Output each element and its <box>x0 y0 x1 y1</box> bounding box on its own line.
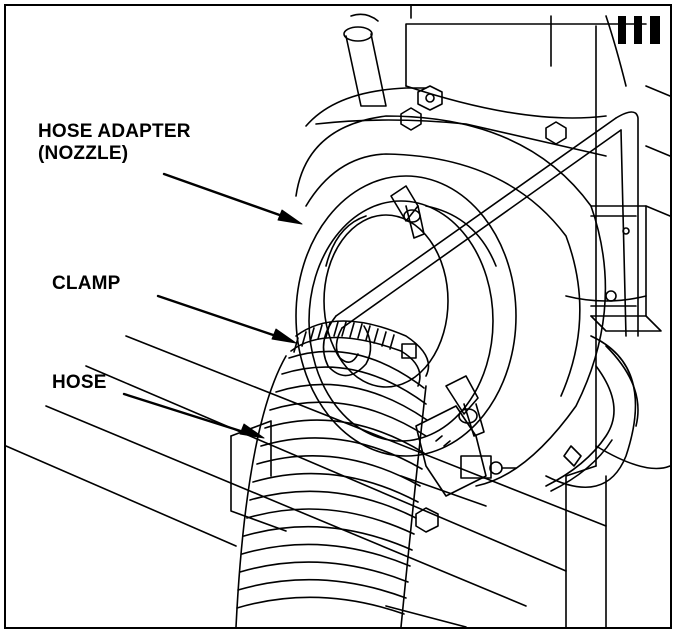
blower-illustration <box>6 6 670 627</box>
callout-hose-adapter-line2: (NOZZLE) <box>38 143 129 164</box>
arrowhead-clamp <box>271 328 297 344</box>
callout-hose-adapter: HOSE ADAPTER (NOZZLE) <box>38 121 191 165</box>
support-rod <box>322 111 639 377</box>
hose-clamp <box>290 320 430 387</box>
callout-hose-adapter-line1: HOSE ADAPTER <box>38 121 191 142</box>
corrugated-hose <box>235 350 428 627</box>
hex-nut <box>415 507 439 533</box>
arrowhead-hose <box>239 423 265 439</box>
power-cable <box>545 365 670 492</box>
mounting-bracket <box>590 205 662 332</box>
wing-nut-bottom <box>415 375 517 497</box>
leader-hose <box>122 392 252 436</box>
wing-nut-top <box>390 185 425 239</box>
top-bolts <box>400 85 567 145</box>
arrowhead-hose-adapter <box>277 209 303 225</box>
leader-hose-adapter <box>162 172 290 220</box>
leader-lines <box>122 172 303 439</box>
vent-pipe <box>343 13 387 107</box>
hose-adapter-nozzle <box>295 175 517 457</box>
callout-clamp: CLAMP <box>52 273 121 294</box>
figure-frame: HOSE ADAPTER (NOZZLE) CLAMP HOSE <box>4 4 672 629</box>
leader-clamp <box>156 294 284 340</box>
motor-vents <box>618 16 660 44</box>
callout-hose: HOSE <box>52 372 107 393</box>
